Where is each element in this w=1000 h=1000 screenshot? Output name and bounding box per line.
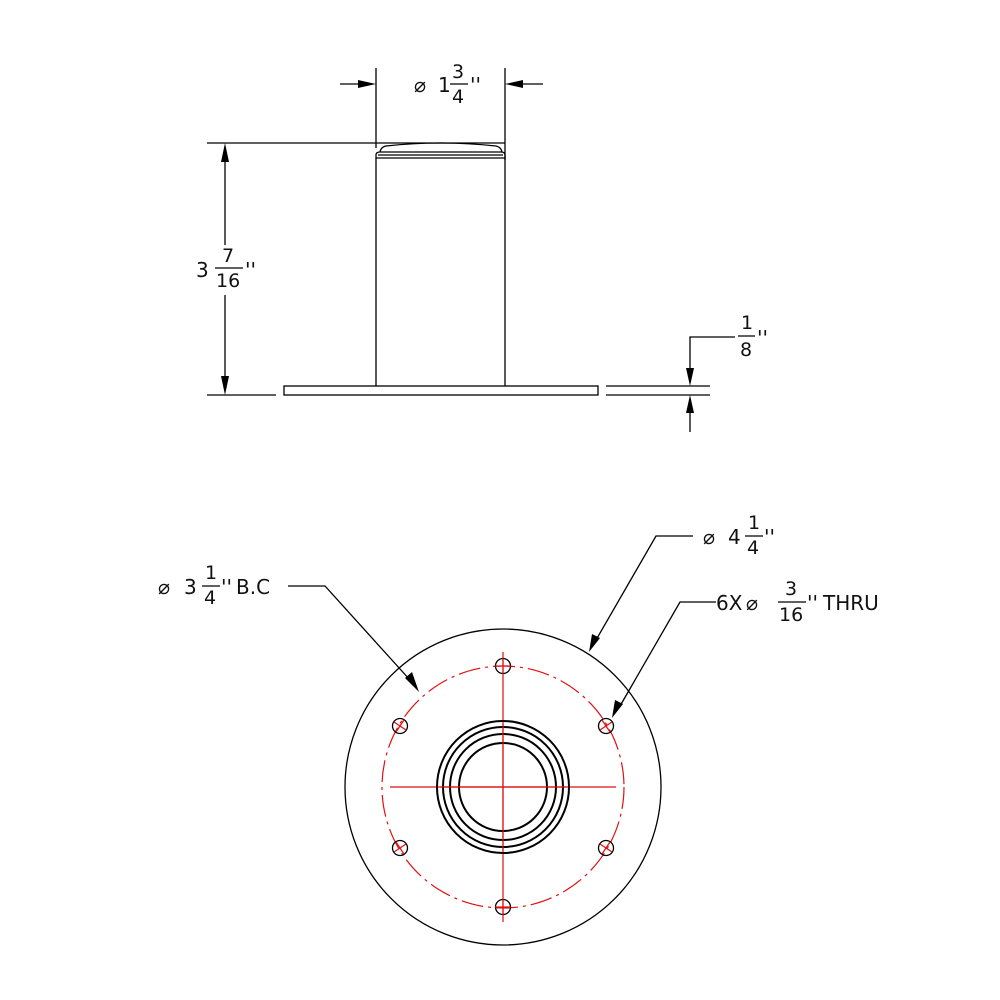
bolt-hole [391,839,409,857]
dim-numerator: 1 [741,312,753,334]
hole-callout-label: 6X ⌀ 3 16 '' THRU [716,578,879,626]
diameter-symbol-icon: ⌀ [703,525,715,549]
arrow-icon [221,143,229,162]
od-leader-line [595,535,693,641]
dim-denominator: 4 [452,86,464,108]
diameter-symbol-icon: ⌀ [414,73,426,97]
dim-denominator: 16 [216,270,240,292]
height-label: 3 7 16 '' [196,245,256,292]
dim-unit: '' [245,258,256,282]
dim-whole: 3 [184,575,197,599]
tube-ring-outer [436,720,570,854]
dim-suffix: THRU [822,591,879,615]
diameter-label: ⌀ 1 3 4 '' [414,61,481,108]
dim-unit: '' [807,591,818,615]
bolt-hole [391,717,409,735]
dim-denominator: 4 [204,587,216,609]
arrow-icon [686,368,694,386]
top-view: ⌀ 3 1 4 '' B.C ⌀ 4 1 4 '' 6X ⌀ 3 16 ' [158,512,879,946]
leader-line [689,336,735,370]
thickness-label: 1 8 '' [738,312,768,361]
dim-numerator: 1 [748,512,760,534]
cap-dome [379,142,503,153]
dim-unit: '' [757,326,768,350]
base-plate [283,385,599,396]
arrow-icon [221,376,229,395]
dim-unit: '' [221,575,232,599]
bolt-hole [494,657,512,675]
dim-suffix: B.C [236,575,270,599]
outer-diameter-label: ⌀ 4 1 4 '' [703,512,775,559]
dim-unit: '' [764,525,775,549]
dim-numerator: 3 [452,61,464,83]
side-view: ⌀ 1 3 4 '' 3 7 16 '' 1 8 [196,61,768,432]
bolt-hole [597,839,615,857]
dim-whole: 3 [196,258,209,282]
bolt-hole [494,898,512,916]
arrow-icon [612,700,623,718]
dim-numerator: 7 [222,245,234,267]
arrow-icon [686,395,694,413]
dim-unit: '' [470,73,481,97]
dim-denominator: 16 [779,604,803,626]
arrow-icon [589,634,600,652]
hole-count-prefix: 6X [716,591,743,615]
arrow-icon [405,672,419,692]
arrow-icon [505,80,523,88]
outer-plate-circle [344,628,662,946]
bolt-circle-label: ⌀ 3 1 4 '' B.C [158,562,270,609]
dim-numerator: 1 [205,562,217,584]
dim-denominator: 4 [747,537,759,559]
hole-leader-line [619,601,716,707]
dim-numerator: 3 [785,578,797,600]
arrow-icon [358,80,376,88]
dim-whole: 4 [728,525,741,549]
bc-leader-line [288,585,411,681]
bolt-hole [597,717,615,735]
diameter-symbol-icon: ⌀ [158,575,170,599]
dim-whole: 1 [438,73,451,97]
diameter-symbol-icon: ⌀ [746,591,758,615]
dim-denominator: 8 [740,339,752,361]
